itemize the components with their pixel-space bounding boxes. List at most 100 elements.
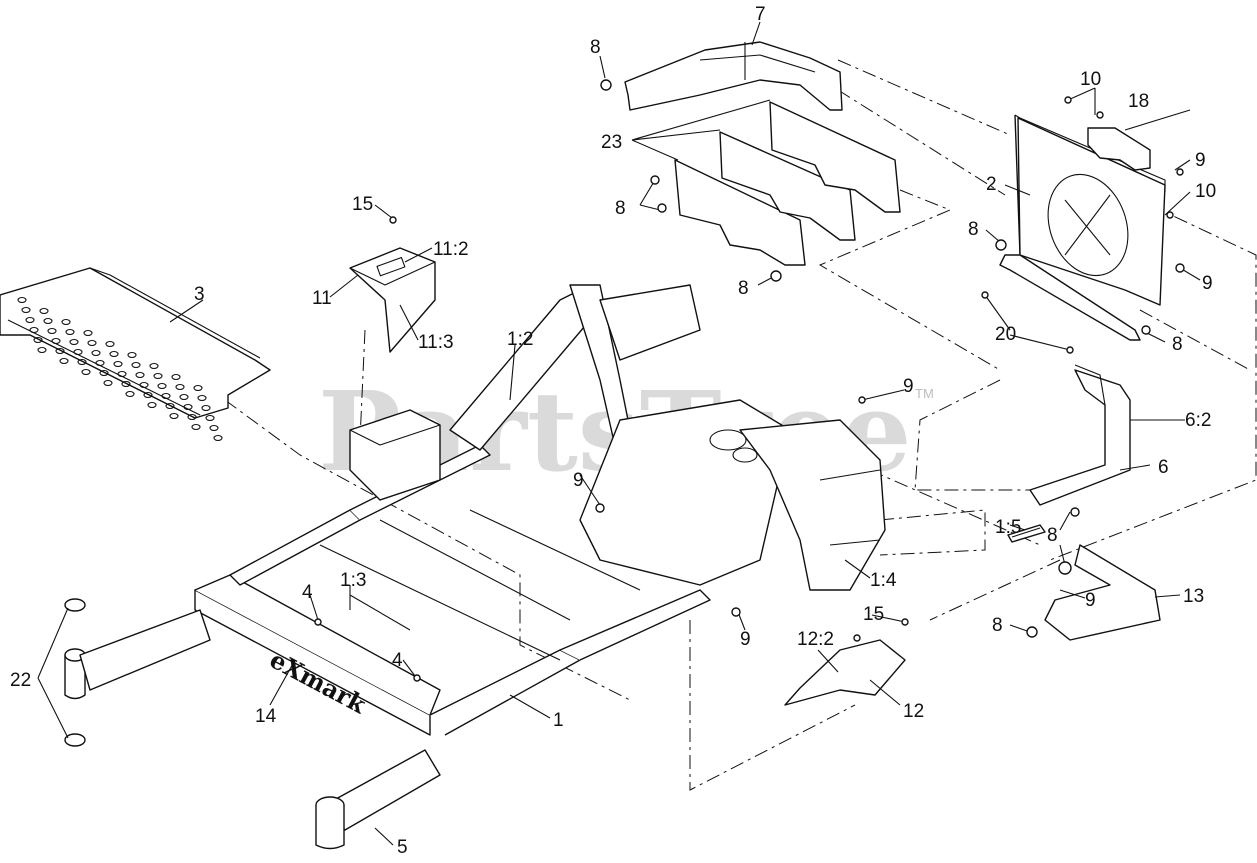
callout-8-plate-bottom: 8 [1172,334,1183,355]
callout-1: 1 [553,710,564,731]
perforation-hole [169,412,179,420]
part-3-foot-plate [0,267,271,442]
perforation-hole [201,404,211,412]
callout-13: 13 [1183,586,1204,607]
perforation-hole [171,373,181,381]
perforation-hole [161,392,171,400]
perforation-hole [109,350,119,358]
callout-6-2: 6:2 [1185,410,1211,431]
perforation-hole [147,401,157,409]
callout-4-left: 4 [302,582,313,603]
perforation-hole [175,383,185,391]
callout-2: 2 [986,174,997,195]
callout-1-4: 1:4 [870,570,897,591]
perforation-hole [183,403,193,411]
callout-9-plate-bottom: 9 [1202,273,1213,294]
callout-1-3: 1:3 [340,570,366,591]
callout-6: 6 [1158,457,1169,478]
callout-8-top: 8 [590,37,601,58]
perforation-hole [47,327,57,335]
part-1-5-decal [1007,524,1046,543]
perforation-hole [113,360,123,368]
callout-23: 23 [601,132,622,153]
perforation-hole [131,361,141,369]
callout-12: 12 [903,701,924,722]
callout-8-panels: 8 [615,198,626,219]
perforation-hole [37,346,47,354]
part-2-rear-plate [999,114,1166,341]
part-6-bumper [1029,364,1131,506]
perforation-hole [65,328,75,336]
callout-20: 20 [995,324,1016,345]
perforation-hole [205,414,215,422]
perforation-hole [43,317,53,325]
perforation-hole [125,390,135,398]
assembly-lines [224,59,1257,791]
perforation-hole [191,423,201,431]
perforation-hole [55,347,65,355]
perforation-hole [153,372,163,380]
perforation-hole [21,306,31,314]
callout-7: 7 [755,4,766,25]
perforation-hole [61,318,71,326]
callout-11-2: 11:2 [433,239,469,260]
perforation-hole [105,340,115,348]
perforation-hole [187,413,197,421]
callout-5: 5 [397,837,408,858]
callout-18: 18 [1128,91,1149,112]
perforation-hole [17,296,27,304]
callout-15: 15 [352,194,373,215]
callout-1-2: 1:2 [507,329,533,350]
perforation-hole [179,393,189,401]
callout-10-side: 10 [1195,181,1216,202]
part-11-bracket [349,247,436,353]
perforation-hole [39,307,49,315]
callout-14: 14 [255,706,277,727]
callout-9-plate: 9 [1195,150,1206,171]
perforation-hole [25,316,35,324]
perforation-hole [29,326,39,334]
hardware [314,79,1185,682]
perforation-hole [83,329,93,337]
callout-12-2: 12:2 [797,629,834,650]
callouts: 3 15 11:2 11 11:3 8 7 23 8 8 8 2 10 18 9… [10,4,1216,858]
perforation-hole [73,348,83,356]
part-23-panels [674,101,901,266]
perforation-hole [69,338,79,346]
perforation-hole [59,357,69,365]
callout-9-bottom: 9 [740,629,751,650]
perforation-hole [87,339,97,347]
perforation-hole [121,380,131,388]
perforation-hole [197,394,207,402]
callout-3: 3 [194,284,205,305]
perforation-hole [117,370,127,378]
watermark-tm: TM [915,386,934,401]
perforation-hole [77,358,87,366]
callout-1-5: 1:5 [995,517,1021,538]
part-7-fender [624,41,843,111]
perforation-hole [139,381,149,389]
callout-8-plate: 8 [968,219,979,240]
perforation-hole [143,391,153,399]
perforation-hole [149,362,159,370]
perforation-hole [165,402,175,410]
part-18-cover [1087,127,1151,171]
perforation-hole [103,379,113,387]
perforation-hole [99,369,109,377]
perforation-hole [135,371,145,379]
callout-8-panel-bottom: 8 [738,278,749,299]
callout-4-right: 4 [392,650,403,671]
perforation-hole [33,336,43,344]
callout-9-center: 9 [903,376,914,397]
part-12-bracket [784,639,906,706]
perforation-hole [81,368,91,376]
perforation-hole [213,434,223,442]
callout-8-guard: 8 [992,615,1003,636]
callout-11-3: 11:3 [418,332,454,353]
callout-22: 22 [10,670,31,691]
perforation-hole [193,384,203,392]
callout-15-right: 15 [863,604,884,625]
perforation-hole [51,337,61,345]
perforation-hole [209,424,219,432]
